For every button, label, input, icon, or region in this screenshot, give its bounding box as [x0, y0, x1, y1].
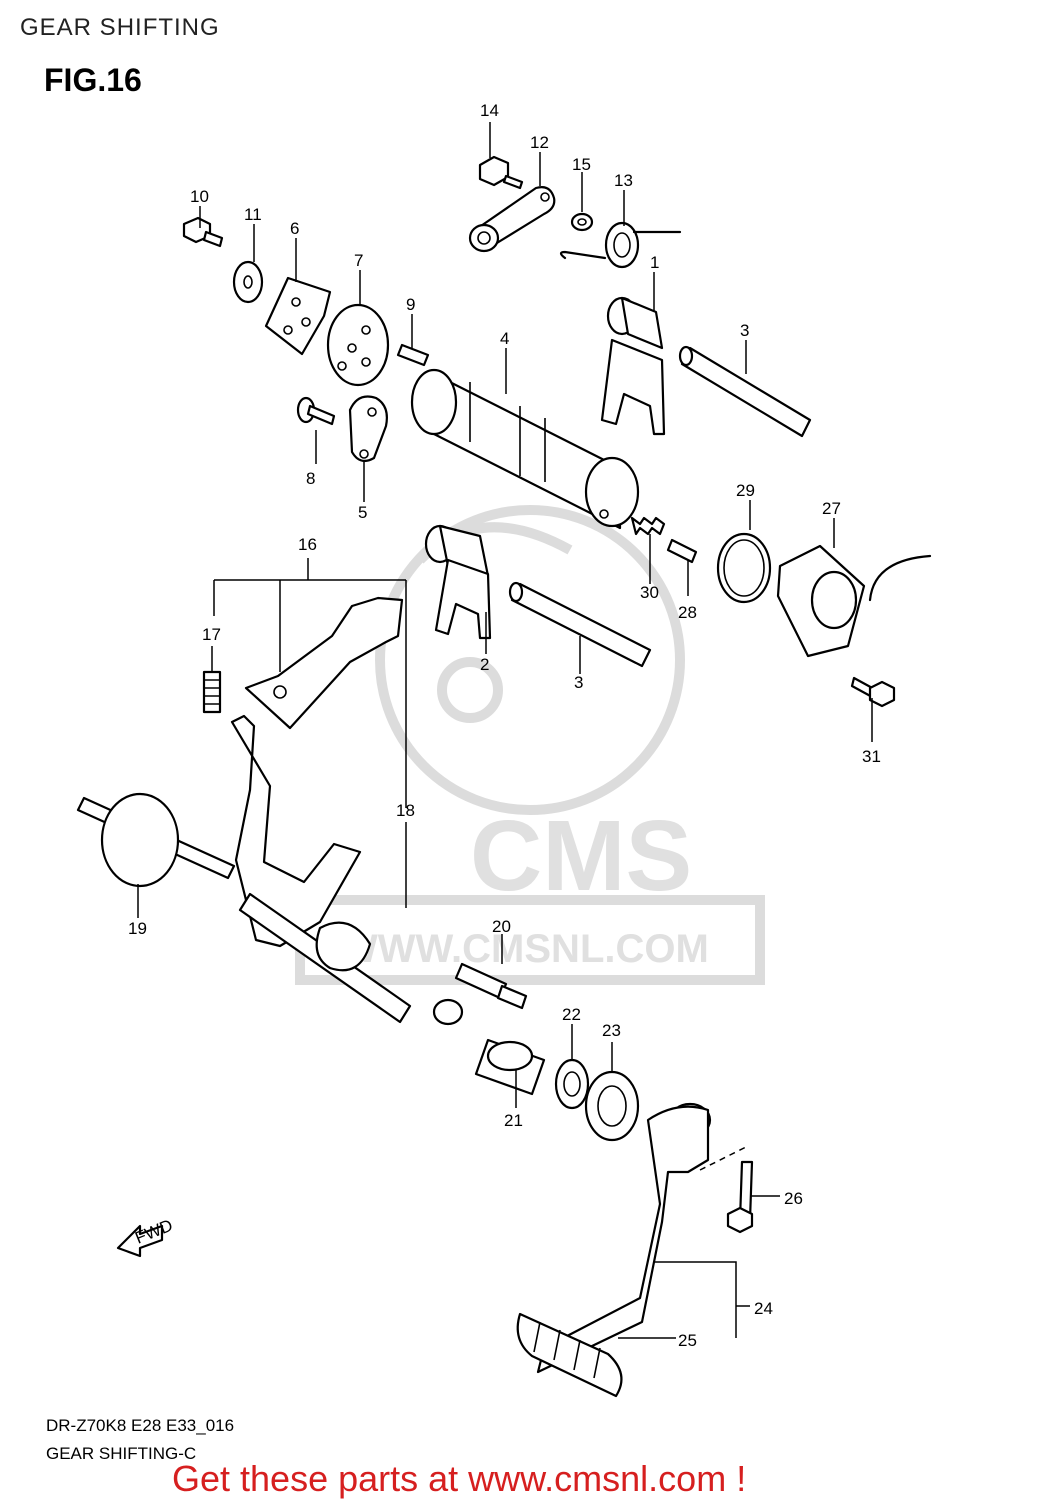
part-14-bolt	[478, 155, 524, 190]
part-27-neutral-switch	[776, 544, 932, 658]
part-3-shaft-upper	[678, 345, 812, 438]
part-3-shaft-lower	[508, 581, 652, 668]
part-28-pin	[666, 538, 698, 564]
callout-7: 7	[354, 251, 363, 270]
callout-21: 21	[504, 1111, 523, 1130]
callout-numbers: 14 12 15 13 10 11 6 7 1 9 3 4 8 29 27 5 …	[128, 101, 881, 1350]
part-4-shift-drum	[410, 368, 640, 530]
callout-4: 4	[500, 329, 509, 348]
callout-13: 13	[614, 171, 633, 190]
part-8-screw	[296, 396, 336, 426]
callout-28: 28	[678, 603, 697, 622]
callout-14: 14	[480, 101, 499, 120]
part-15-washer	[570, 212, 594, 232]
part-29-oring	[716, 532, 772, 604]
part-25-lever-rubber	[516, 1312, 623, 1398]
part-17-spring	[202, 670, 222, 714]
callout-20: 20	[492, 917, 511, 936]
part-5-stopper	[348, 395, 388, 463]
part-24-gearshift-lever	[536, 1102, 749, 1374]
part-11-washer	[232, 260, 264, 304]
part-19-shift-shaft	[76, 792, 236, 888]
diagram-subtitle: GEAR SHIFTING-C	[46, 1444, 197, 1463]
part-2-shift-fork	[424, 524, 492, 640]
callout-18: 18	[396, 801, 415, 820]
part-23-oil-seal	[584, 1070, 640, 1142]
part-21-collar	[474, 1038, 546, 1096]
watermark-site: WWW.CMSNL.COM	[340, 927, 709, 971]
callout-1: 1	[650, 253, 659, 272]
callout-23: 23	[602, 1021, 621, 1040]
part-16-18-gearshift-arm	[230, 596, 464, 1026]
callout-3-upper: 3	[740, 321, 749, 340]
callout-11: 11	[244, 205, 262, 224]
callout-29: 29	[736, 481, 755, 500]
callout-26: 26	[784, 1189, 803, 1208]
callout-17: 17	[202, 625, 221, 644]
page-title: GEAR SHIFTING	[20, 14, 220, 41]
callout-27: 27	[822, 499, 841, 518]
figure-label: FIG.16	[44, 62, 142, 98]
callout-6: 6	[290, 219, 299, 238]
part-20-bolt	[454, 962, 528, 1010]
callout-19: 19	[128, 919, 147, 938]
callout-5: 5	[358, 503, 367, 522]
part-22-washer	[554, 1058, 590, 1110]
callout-15: 15	[572, 155, 591, 174]
part-26-bolt	[726, 1160, 754, 1234]
callout-16: 16	[298, 535, 317, 554]
callout-12: 12	[530, 133, 549, 152]
callout-30: 30	[640, 583, 659, 602]
part-10-bolt	[182, 216, 224, 248]
watermark-brand: CMS	[470, 800, 692, 912]
part-9-pin	[396, 343, 430, 367]
callout-8: 8	[306, 469, 315, 488]
callout-24: 24	[754, 1299, 773, 1318]
part-30-spring	[630, 516, 666, 536]
part-7-cam-disc	[326, 303, 390, 387]
part-13-spring	[559, 221, 682, 269]
callout-22: 22	[562, 1005, 581, 1024]
promo-link[interactable]: Get these parts at www.cmsnl.com !	[172, 1458, 747, 1499]
leader-lines	[137, 122, 873, 1339]
callout-2: 2	[480, 655, 489, 674]
part-6-cam-plate	[264, 276, 332, 356]
diagram-code: DR-Z70K8 E28 E33_016	[46, 1416, 235, 1435]
part-12-stopper-arm	[468, 186, 556, 253]
part-31-bolt	[850, 676, 896, 708]
callout-3-lower: 3	[574, 673, 583, 692]
watermark-logo: CMS WWW.CMSNL.COM	[295, 505, 765, 985]
part-1-shift-fork	[600, 296, 666, 436]
fwd-arrow-icon: FWD	[116, 1216, 175, 1258]
callout-10: 10	[190, 187, 209, 206]
callout-25: 25	[678, 1331, 697, 1350]
callout-31: 31	[862, 747, 881, 766]
callout-9: 9	[406, 295, 415, 314]
